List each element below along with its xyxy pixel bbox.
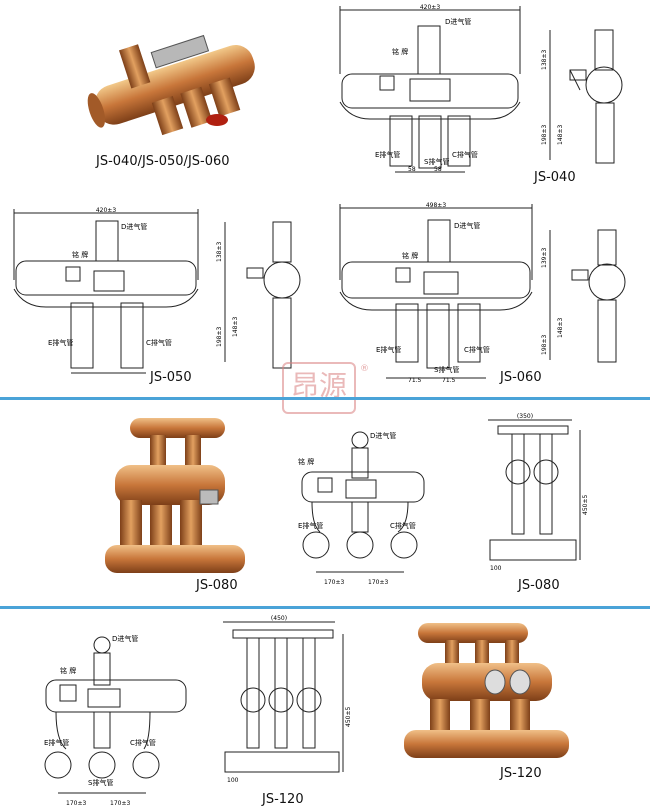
caption-js080-drawing: JS-080 bbox=[518, 578, 560, 593]
js050-bottom-dim: 198±3 bbox=[216, 327, 223, 347]
js040-s-label: S排气管 bbox=[424, 157, 449, 166]
caption-js040: JS-040 bbox=[534, 170, 576, 185]
js060-s1-dim: 71.5 bbox=[408, 377, 422, 384]
photo-js080-valve bbox=[105, 418, 245, 573]
js080-height-dim: 450±5 bbox=[582, 495, 589, 515]
js120-e-label: E排气管 bbox=[44, 738, 69, 747]
js120-base-dim: 100 bbox=[227, 777, 239, 784]
js080-gap1-dim: 170±3 bbox=[324, 579, 344, 586]
diagram-js060-front: 498±3 D进气管 铭 牌 E排气管 S排气管 C排气管 71.5 71.5 bbox=[339, 202, 533, 384]
js080-nameplate-label: 铭 牌 bbox=[298, 457, 314, 466]
js040-side-dim: 198±3 bbox=[541, 125, 548, 145]
js050-nameplate-label: 铭 牌 bbox=[72, 250, 88, 259]
js120-s-label: S排气管 bbox=[88, 778, 113, 787]
js040-c-label: C排气管 bbox=[452, 150, 478, 159]
diagram-js120-front: D进气管 铭 牌 E排气管 S排气管 C排气管 170±3 170±3 bbox=[44, 634, 187, 807]
js060-d-inlet-label: D进气管 bbox=[454, 221, 480, 230]
js060-bottom-dim: 198±3 bbox=[541, 335, 548, 355]
diagram-js080-side: (350) 450±5 100 bbox=[488, 413, 589, 572]
js120-nameplate-label: 铭 牌 bbox=[60, 666, 76, 675]
js120-height-dim: 450±5 bbox=[345, 707, 352, 727]
caption-js050: JS-050 bbox=[150, 370, 192, 385]
section-divider-1 bbox=[0, 397, 650, 400]
js120-width-dim: (450) bbox=[271, 615, 287, 622]
js050-c-label: C排气管 bbox=[146, 338, 172, 347]
js120-gap1-dim: 170±3 bbox=[66, 800, 86, 807]
js050-d-inlet-label: D进气管 bbox=[121, 222, 147, 231]
brand-watermark: 昂源 bbox=[282, 362, 356, 414]
js040-s2-dim: 58 bbox=[434, 166, 442, 173]
diagram-js040-side: 138±3 148±3 198±3 bbox=[541, 29, 623, 164]
diagram-js080-front: D进气管 铭 牌 E排气管 C排气管 170±3 170±3 bbox=[298, 431, 425, 586]
js080-c-label: C排气管 bbox=[390, 521, 416, 530]
photo-js040-valve bbox=[87, 34, 255, 136]
js080-gap2-dim: 170±3 bbox=[368, 579, 388, 586]
registered-mark: ® bbox=[360, 364, 369, 374]
js120-gap2-dim: 170±3 bbox=[110, 800, 130, 807]
js060-s-label: S排气管 bbox=[434, 365, 459, 374]
js050-e-label: E排气管 bbox=[48, 338, 73, 347]
js040-width-dim: 420±3 bbox=[420, 4, 440, 11]
caption-js120-drawing: JS-120 bbox=[262, 792, 304, 807]
js080-base-dim: 100 bbox=[490, 565, 502, 572]
caption-js040-050-060: JS-040/JS-050/JS-060 bbox=[96, 154, 230, 169]
diagram-js120-side: (450) 450±5 100 bbox=[223, 615, 352, 784]
js040-top-dim: 138±3 bbox=[541, 50, 548, 70]
js040-d-inlet-label: D进气管 bbox=[445, 17, 471, 26]
js060-s2-dim: 71.5 bbox=[442, 377, 456, 384]
js040-nameplate-label: 铭 牌 bbox=[392, 47, 408, 56]
js080-width-dim: (350) bbox=[517, 413, 533, 420]
diagram-js050-side: 138±3 148±3 198±3 bbox=[216, 221, 301, 369]
js060-width-dim: 498±3 bbox=[426, 202, 446, 209]
js080-e-label: E排气管 bbox=[298, 521, 323, 530]
diagram-js060-side: 139±3 148±3 198±3 bbox=[541, 229, 626, 363]
js040-e-label: E排气管 bbox=[375, 150, 400, 159]
js060-c-label: C排气管 bbox=[464, 345, 490, 354]
js050-width-dim: 420±3 bbox=[96, 207, 116, 214]
js080-d-inlet-label: D进气管 bbox=[370, 431, 396, 440]
caption-js060: JS-060 bbox=[500, 370, 542, 385]
js050-mid-dim: 148±3 bbox=[232, 317, 239, 337]
js050-top-dim: 138±3 bbox=[216, 242, 223, 262]
js120-d-inlet-label: D进气管 bbox=[112, 634, 138, 643]
diagram-js040-front: 420±3 D进气管 铭 牌 E排气管 S排气管 C排气管 58 58 bbox=[339, 4, 521, 173]
diagram-js050-front: 420±3 D进气管 铭 牌 E排气管 C排气管 bbox=[13, 207, 199, 374]
photo-js120-valve bbox=[404, 623, 569, 758]
js060-top-dim: 139±3 bbox=[541, 248, 548, 268]
js040-s1-dim: 58 bbox=[408, 166, 416, 173]
caption-js080-photo: JS-080 bbox=[196, 578, 238, 593]
section-divider-2 bbox=[0, 606, 650, 609]
caption-js120-photo: JS-120 bbox=[500, 766, 542, 781]
js060-e-label: E排气管 bbox=[376, 345, 401, 354]
js120-c-label: C排气管 bbox=[130, 738, 156, 747]
js060-mid-dim: 148±3 bbox=[557, 318, 564, 338]
js040-bottom-dim: 148±3 bbox=[557, 125, 564, 145]
js060-nameplate-label: 铭 牌 bbox=[402, 251, 418, 260]
